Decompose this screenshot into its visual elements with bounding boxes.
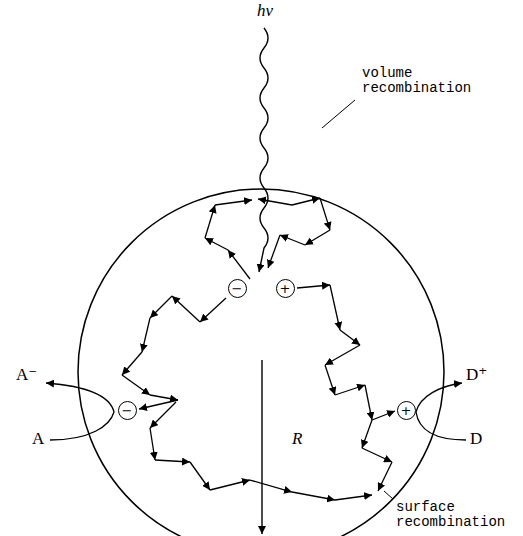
region-label-text: volume recombination — [362, 65, 471, 96]
species-label: A — [32, 430, 44, 449]
walk-step — [258, 199, 292, 205]
walk-step — [150, 402, 176, 428]
walk-step — [297, 285, 330, 288]
walk-step — [150, 395, 178, 400]
hole-circle: + — [397, 401, 416, 420]
walk-step — [292, 198, 320, 205]
charge-sign: − — [232, 282, 243, 295]
walk-step — [340, 330, 360, 345]
walk-step — [292, 492, 335, 500]
walk-step — [142, 318, 150, 352]
electron-circle: − — [118, 401, 137, 420]
charge-sign: − — [122, 404, 133, 417]
dimension-label: R — [292, 430, 302, 449]
photon-label-text: hν — [257, 1, 273, 20]
charge-sign: + — [280, 282, 291, 295]
dimension-label-text: R — [292, 429, 302, 448]
walk-step — [122, 352, 142, 375]
region-label: surface recombination — [396, 500, 518, 530]
walk-step — [335, 495, 372, 500]
species-label-text: D⁺ — [466, 365, 487, 384]
walk-step — [250, 480, 292, 492]
photon-wave — [259, 28, 268, 272]
species-label: A⁻ — [16, 366, 37, 385]
walk-step — [190, 462, 210, 490]
walk-step — [320, 198, 330, 230]
particle-outline — [78, 189, 444, 536]
walk-step — [305, 230, 330, 245]
species-label: D — [470, 430, 482, 449]
region-label-text: surface recombination — [396, 499, 505, 530]
walk-step — [362, 448, 392, 462]
species-label: D⁺ — [466, 366, 487, 385]
walk-step — [228, 250, 250, 279]
walk-step — [325, 365, 335, 395]
walk-step — [215, 200, 252, 205]
walk-step — [150, 428, 155, 460]
photon-label: hν — [257, 2, 273, 21]
walk-step — [365, 385, 372, 420]
walk-step — [210, 480, 250, 490]
walk-step — [330, 285, 340, 330]
walk-step — [150, 296, 172, 318]
region-label: volume recombination — [362, 66, 484, 96]
walk-step — [200, 298, 226, 322]
species-label-text: A — [32, 429, 44, 448]
random-walk — [122, 198, 395, 500]
walk-step — [268, 235, 280, 268]
walk-step — [122, 375, 150, 395]
walk-step — [205, 238, 228, 250]
radius-line — [261, 360, 262, 534]
donor-reaction-arrow — [416, 383, 466, 440]
walk-step — [325, 345, 360, 365]
walk-step — [139, 400, 178, 409]
walk-step — [280, 235, 305, 245]
walk-step — [378, 462, 392, 491]
species-label-text: D — [470, 429, 482, 448]
walk-step — [155, 460, 190, 462]
electron-circle: − — [228, 279, 247, 298]
walk-step — [362, 420, 372, 448]
walk-step — [372, 411, 395, 420]
walk-step — [335, 385, 365, 395]
acceptor-reaction-arrow — [46, 383, 114, 440]
walk-step — [205, 205, 215, 238]
charge-sign: + — [401, 404, 412, 417]
hole-circle: + — [276, 279, 295, 298]
species-label-text: A⁻ — [16, 365, 37, 384]
walk-step — [172, 296, 200, 322]
leader-line — [322, 100, 355, 128]
leader-line — [384, 491, 393, 499]
